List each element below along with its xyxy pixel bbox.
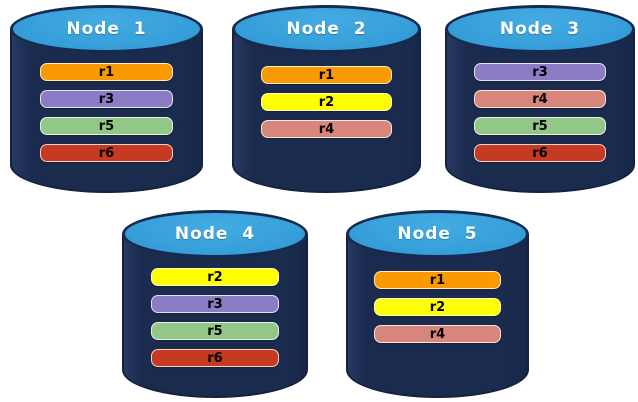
replica-bar: r1 xyxy=(39,63,174,81)
replica-bar: r2 xyxy=(374,298,501,316)
replica-bar: r3 xyxy=(150,295,280,313)
node-title: Node 2 xyxy=(286,19,367,39)
node-2-cylinder: Node 2 r1 r2 r4 xyxy=(232,5,421,193)
node-4-cylinder-top: Node 4 xyxy=(122,210,308,258)
node-3-cylinder: Node 3 r3 r4 r5 r6 xyxy=(445,5,635,193)
node-5-cylinder-top: Node 5 xyxy=(346,210,529,258)
replica-bar: r4 xyxy=(374,325,501,343)
replica-bar: r6 xyxy=(474,144,606,162)
node-3-cylinder-body xyxy=(445,29,635,193)
node-title: Node 5 xyxy=(397,224,478,244)
node-2-replica-list: r1 r2 r4 xyxy=(261,66,392,138)
node-4-cylinder: Node 4 r2 r3 r5 r6 xyxy=(122,210,308,398)
node-1-cylinder: Node 1 r1 r3 r5 r6 xyxy=(10,5,203,193)
replica-bar: r4 xyxy=(261,120,392,138)
replica-bar: r5 xyxy=(150,322,280,340)
replica-bar: r2 xyxy=(150,268,280,286)
node-3-cylinder-top: Node 3 xyxy=(445,5,635,53)
node-title: Node 1 xyxy=(66,19,147,39)
node-2-cylinder-top: Node 2 xyxy=(232,5,421,53)
node-2-cylinder-body xyxy=(232,29,421,193)
node-title: Node 4 xyxy=(174,224,256,244)
node-3-replica-list: r3 r4 r5 r6 xyxy=(474,63,606,162)
replica-bar: r3 xyxy=(474,63,606,81)
node-1-cylinder-top: Node 1 xyxy=(10,5,203,53)
node-5-cylinder: Node 5 r1 r2 r4 xyxy=(346,210,529,398)
node-1-cylinder-body xyxy=(10,29,203,193)
replica-bar: r6 xyxy=(39,144,174,162)
node-4-replica-list: r2 r3 r5 r6 xyxy=(150,268,280,367)
replica-bar: r5 xyxy=(474,117,606,135)
replica-bar: r4 xyxy=(474,90,606,108)
replica-bar: r2 xyxy=(261,93,392,111)
node-5-replica-list: r1 r2 r4 xyxy=(374,271,501,343)
replica-bar: r1 xyxy=(261,66,392,84)
replica-bar: r3 xyxy=(39,90,174,108)
replica-bar: r6 xyxy=(150,349,280,367)
node-1-replica-list: r1 r3 r5 r6 xyxy=(39,63,174,162)
node-4-cylinder-body xyxy=(122,234,308,398)
node-5-cylinder-body xyxy=(346,234,529,398)
node-title: Node 3 xyxy=(499,19,581,39)
replica-bar: r5 xyxy=(39,117,174,135)
replica-bar: r1 xyxy=(374,271,501,289)
